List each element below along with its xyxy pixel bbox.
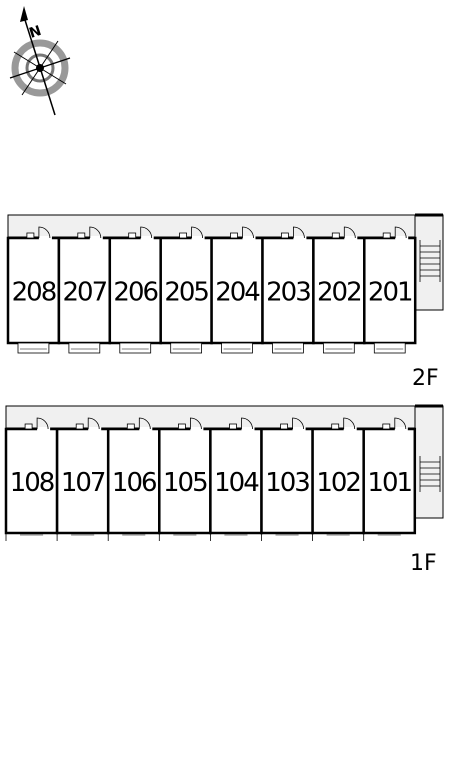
meter-box-icon (77, 232, 86, 239)
balcony-icon (17, 342, 50, 354)
door-swing-icon (138, 417, 151, 430)
room-number: 206 (113, 278, 157, 308)
room-outline (106, 427, 161, 535)
room-208: 208 (6, 226, 61, 354)
meter-box-icon (126, 423, 135, 430)
door-swing-icon (140, 226, 153, 239)
room-205: 205 (159, 226, 213, 354)
room-number: 203 (266, 278, 310, 308)
meter-box-icon (280, 423, 289, 430)
meter-box-icon (24, 423, 33, 430)
balcony-icon (272, 342, 304, 354)
room-outline (55, 427, 110, 535)
room-number: 205 (164, 278, 208, 308)
meter-box-icon (331, 232, 340, 239)
room-102: 102 (311, 417, 365, 541)
room-201: 201 (363, 226, 417, 354)
door-swing-icon (89, 226, 102, 239)
compass-rose-icon: N (9, 6, 71, 116)
floor-label-2f: 2F (412, 366, 439, 391)
meter-box-icon (331, 423, 340, 430)
meter-box-icon (280, 232, 289, 239)
room-number: 103 (265, 468, 309, 498)
balcony-icon (170, 342, 202, 354)
door-swing-icon (190, 417, 202, 430)
room-number: 104 (214, 468, 259, 498)
room-104: 104 (209, 417, 263, 541)
door-swing-icon (38, 226, 51, 239)
room-outline (261, 236, 315, 345)
room-101: 101 (362, 417, 417, 541)
room-outline (57, 236, 112, 345)
room-number: 108 (10, 468, 54, 498)
room-number: 202 (317, 278, 361, 308)
room-108: 108 (4, 417, 59, 541)
meter-box-icon (382, 232, 391, 239)
balcony-icon (322, 342, 355, 354)
door-swing-icon (241, 417, 253, 430)
north-label: N (27, 23, 43, 42)
room-103: 103 (260, 417, 314, 541)
meter-box-icon (382, 423, 391, 430)
door-swing-icon (87, 417, 100, 430)
room-206: 206 (108, 226, 162, 354)
meter-box-icon (179, 232, 188, 239)
room-107: 107 (55, 417, 110, 541)
door-swing-icon (293, 226, 305, 239)
room-outline (311, 427, 365, 535)
room-204: 204 (210, 226, 264, 354)
staircase-2f (414, 214, 444, 311)
door-swing-icon (191, 226, 203, 239)
meter-box-icon (26, 232, 35, 239)
door-swing-icon (36, 417, 49, 430)
room-number: 101 (367, 468, 411, 498)
room-outline (209, 427, 263, 535)
corridor-2f (7, 214, 416, 238)
room-203: 203 (261, 226, 315, 354)
floor-label-1f: 1F (410, 551, 437, 576)
meter-box-icon (177, 423, 186, 430)
room-105: 105 (158, 417, 212, 541)
door-swing-icon (394, 226, 407, 239)
room-number: 201 (368, 278, 412, 308)
meter-box-icon (229, 423, 237, 430)
room-number: 105 (163, 468, 207, 498)
balcony-icon (373, 342, 406, 354)
stairs-1f-icon (419, 456, 441, 492)
balcony-icon (68, 342, 101, 354)
door-swing-icon (343, 226, 356, 239)
stairs-2f-icon (419, 240, 441, 282)
meter-box-icon (230, 232, 238, 239)
room-outline (260, 427, 314, 535)
balcony-icon (221, 342, 253, 354)
meter-box-icon (128, 232, 137, 239)
room-207: 207 (57, 226, 112, 354)
north-arrow-icon (20, 6, 28, 22)
door-swing-icon (343, 417, 356, 430)
room-number: 204 (215, 278, 260, 308)
room-106: 106 (106, 417, 161, 541)
meter-box-icon (75, 423, 84, 430)
room-number: 106 (112, 468, 156, 498)
room-number: 107 (61, 468, 105, 498)
balcony-icon (119, 342, 152, 354)
door-swing-icon (292, 417, 304, 430)
room-number: 102 (316, 468, 360, 498)
room-number: 207 (63, 278, 107, 308)
room-202: 202 (312, 226, 366, 354)
door-swing-icon (242, 226, 254, 239)
door-swing-icon (394, 417, 407, 430)
room-number: 208 (12, 278, 56, 308)
